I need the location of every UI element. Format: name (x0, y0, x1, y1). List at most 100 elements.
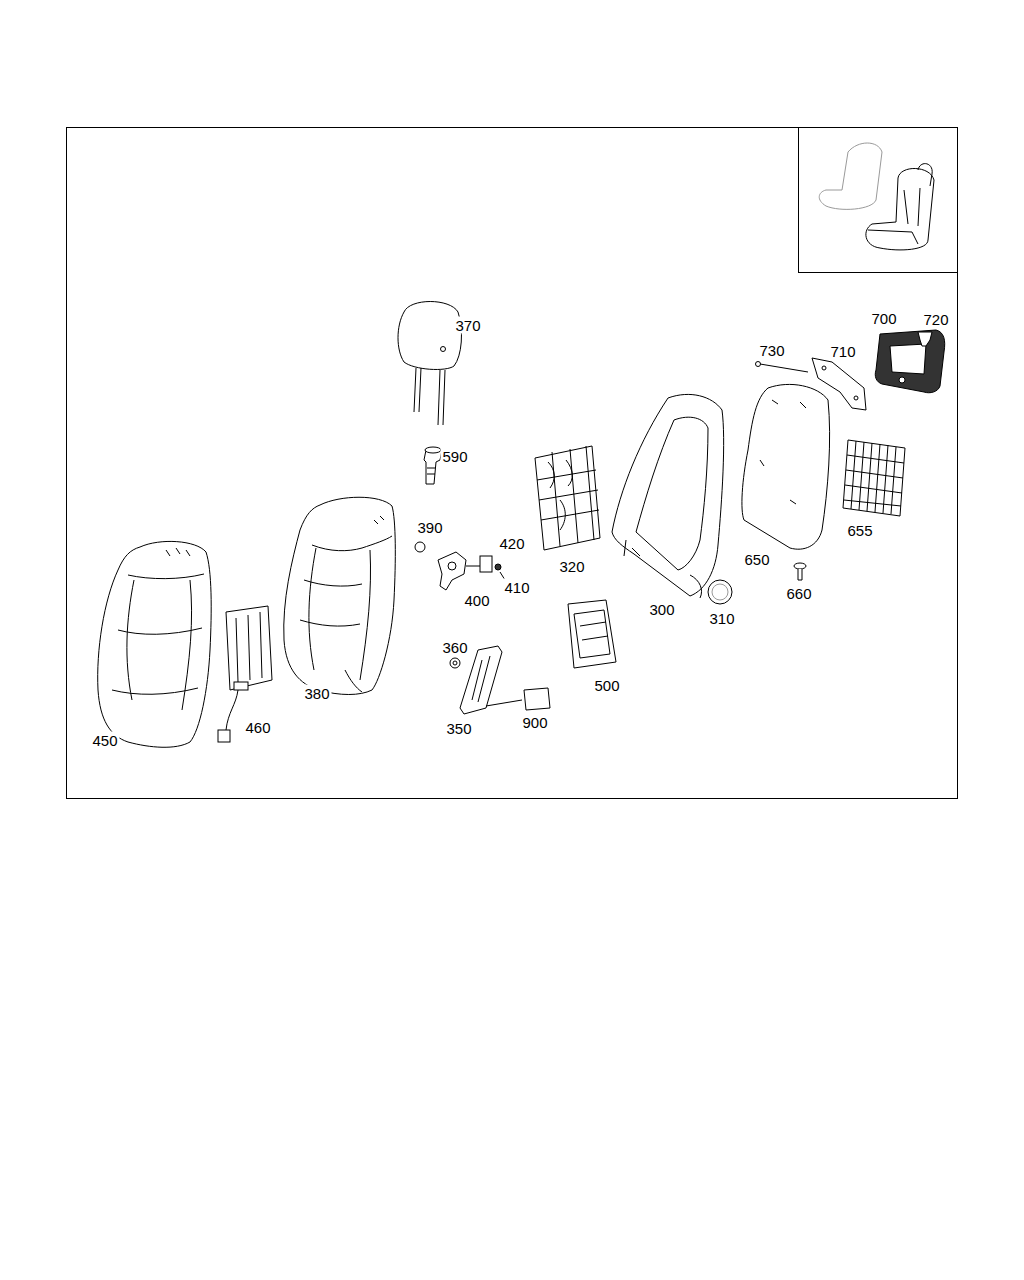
headrest (398, 302, 461, 426)
trim-body (460, 646, 502, 714)
mechanism-body (438, 552, 466, 590)
foam-detail (345, 516, 384, 692)
callout-number: 370 (453, 317, 482, 334)
mat-wire (226, 690, 238, 730)
bracket (756, 358, 867, 410)
backrest-frame (612, 394, 724, 598)
callout-number: 660 (784, 585, 813, 602)
callout-number: 900 (520, 714, 549, 731)
callout-number: 450 (90, 732, 119, 749)
guide-cap (425, 447, 441, 453)
foam-outline (284, 497, 396, 694)
callout-number: 320 (557, 558, 586, 575)
mat-plug (234, 682, 248, 690)
mat-connector (218, 730, 230, 742)
clip (918, 332, 932, 346)
net-pocket (843, 440, 905, 516)
frame-detail (624, 540, 702, 598)
frame (67, 128, 958, 799)
rear-cover (875, 330, 944, 393)
backrest-line (904, 188, 920, 226)
foam-bolster (309, 548, 371, 680)
cover-detail (166, 548, 190, 556)
callout-number: 720 (921, 311, 950, 328)
heater-mat (218, 606, 272, 742)
knob (415, 542, 425, 552)
seat-outline (819, 143, 882, 209)
inset-seat-sketch (819, 143, 934, 250)
mat-element (236, 612, 262, 682)
mat-outline (226, 606, 272, 690)
callout-number: 650 (742, 551, 771, 568)
spring-part (480, 556, 492, 572)
callout-number: 380 (302, 685, 331, 702)
label-patch (524, 688, 550, 710)
screw (794, 563, 806, 580)
module-detail (580, 622, 608, 640)
rotary-disc-rim (712, 584, 728, 600)
module-inner (574, 610, 610, 658)
headrest-pad (398, 302, 461, 370)
module-outline (568, 600, 616, 668)
headrest-button (441, 347, 446, 352)
frame-outline (612, 394, 724, 596)
fastener (495, 564, 501, 570)
rear-panel (742, 384, 830, 549)
callout-number: 390 (415, 519, 444, 536)
callout-number: 350 (444, 720, 473, 737)
guide-body (424, 450, 442, 484)
callout-number: 460 (243, 719, 272, 736)
airbag-module (568, 600, 616, 668)
panel-outline (742, 384, 830, 549)
pin (760, 364, 808, 372)
callout-number: 400 (462, 592, 491, 609)
lumbar-wire (552, 446, 594, 546)
cover-window (890, 344, 926, 374)
inset-frame (799, 128, 958, 273)
callout-number: 360 (440, 639, 469, 656)
bracket-hole (854, 396, 858, 400)
screw-shank (798, 569, 802, 580)
pin-head (756, 362, 761, 367)
callout-number: 655 (845, 522, 874, 539)
screw-head (794, 563, 806, 569)
frame-opening (636, 417, 708, 570)
headrest-rods (414, 368, 445, 425)
lumbar-support (535, 446, 600, 550)
cover-outline (98, 541, 212, 747)
callout-number: 420 (497, 535, 526, 552)
washer-hole (453, 661, 457, 665)
callout-number: 310 (707, 610, 736, 627)
callout-number: 500 (592, 677, 621, 694)
cushion-line (868, 230, 918, 244)
washer (450, 658, 460, 668)
cover-seam (112, 574, 204, 694)
trim-detail (472, 656, 490, 702)
callout-number: 410 (502, 579, 531, 596)
bracket-body (812, 358, 866, 410)
bracket-hole (822, 366, 826, 370)
lumbar-outline (535, 446, 600, 550)
net-outline (843, 440, 905, 516)
mechanism-pivot (448, 562, 456, 570)
guide-ribs (427, 468, 435, 474)
callout-number: 700 (869, 310, 898, 327)
lumbar-wire (537, 470, 599, 520)
headrest-guide (424, 447, 442, 484)
seat-outline (866, 168, 934, 249)
side-trim (450, 646, 550, 714)
cover-seam (127, 580, 192, 710)
foam-groove (312, 536, 392, 551)
trim-strap (486, 700, 522, 706)
rotary-disc (708, 580, 732, 604)
panel-detail (760, 400, 806, 504)
headrest-outline (918, 164, 932, 186)
callout-number: 590 (440, 448, 469, 465)
net-mesh (844, 455, 904, 506)
backrest-cover (98, 541, 212, 747)
callout-number: 710 (828, 343, 857, 360)
cover-plate (875, 330, 944, 393)
